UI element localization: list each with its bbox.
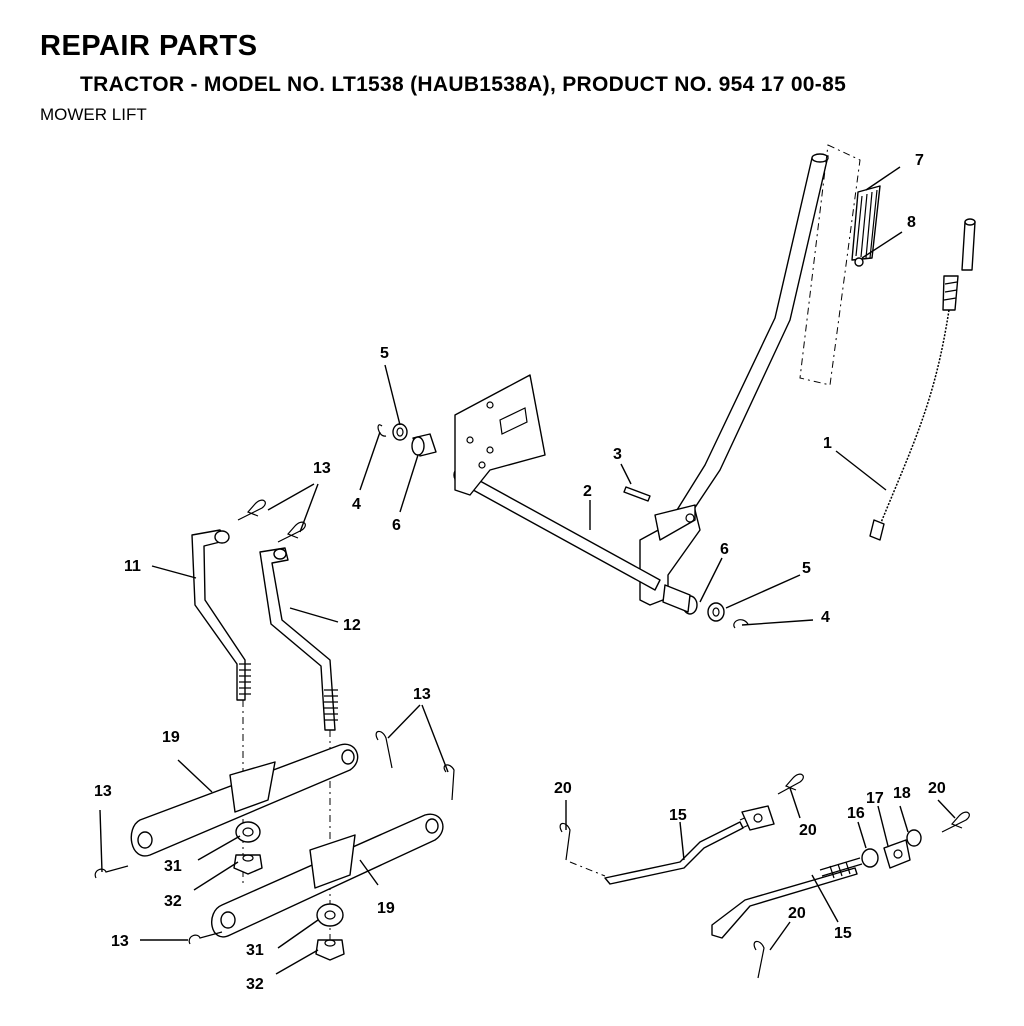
callout-20-left: 20 [554,780,572,797]
callout-13-top: 13 [313,460,331,477]
callout-11: 11 [124,558,141,575]
mounting-plate [454,374,546,496]
nut-stack-upper [233,821,263,875]
callout-5-left: 5 [380,345,389,362]
lift-shaft [453,468,661,591]
callout-1: 1 [823,435,832,452]
callout-18: 18 [893,785,911,802]
callout-20-right: 20 [928,780,946,797]
lift-link-12 [259,547,338,731]
callout-4-left: 4 [352,496,361,513]
callout-19-upper: 19 [162,729,180,746]
hair-pins-13 [94,499,455,945]
callout-20-mid: 20 [799,822,817,839]
callout-32-lower: 32 [246,976,264,993]
lift-arm-19-upper [130,743,359,857]
adjust-rod-upper [604,805,775,885]
callout-16: 16 [847,805,865,822]
roll-pin [623,486,651,502]
nut-stack-lower [315,903,345,961]
page-title: REPAIR PARTS [40,30,258,62]
callout-7: 7 [915,152,924,169]
leader-lines [99,166,956,975]
adjust-rod-lower [711,829,922,939]
handle-grip [851,185,881,267]
callouts: 1 2 3 4 4 5 5 6 6 7 8 11 12 13 13 13 13 … [94,152,946,993]
right-shaft-hardware [662,584,749,629]
callout-13-bottom: 13 [111,933,129,950]
callout-13-mid: 13 [413,686,431,703]
callout-19-lower: 19 [377,900,395,917]
callout-12: 12 [343,617,361,634]
callout-4-right: 4 [821,609,830,626]
callout-3: 3 [613,446,622,463]
callout-20-bottom: 20 [788,905,806,922]
callout-31-lower: 31 [246,942,264,959]
callout-31-upper: 31 [164,858,182,875]
hair-pins-20 [559,773,970,979]
callout-5-right: 5 [802,560,811,577]
lift-link-11 [191,529,251,701]
callout-15-upper: 15 [669,807,687,824]
lift-cable [869,218,976,541]
left-shaft-hardware [377,423,437,457]
callout-32-upper: 32 [164,893,182,910]
callout-2: 2 [583,483,592,500]
callout-17: 17 [866,790,884,807]
callout-13-left: 13 [94,783,112,800]
lift-handle [676,144,861,516]
section-label: MOWER LIFT [40,105,147,124]
callout-6-left: 6 [392,517,401,534]
callout-6-right: 6 [720,541,729,558]
callout-15-lower: 15 [834,925,852,942]
page-subtitle: TRACTOR - MODEL NO. LT1538 (HAUB1538A), … [80,73,847,96]
callout-8: 8 [907,214,916,231]
lift-arm-19-lower [211,813,444,938]
